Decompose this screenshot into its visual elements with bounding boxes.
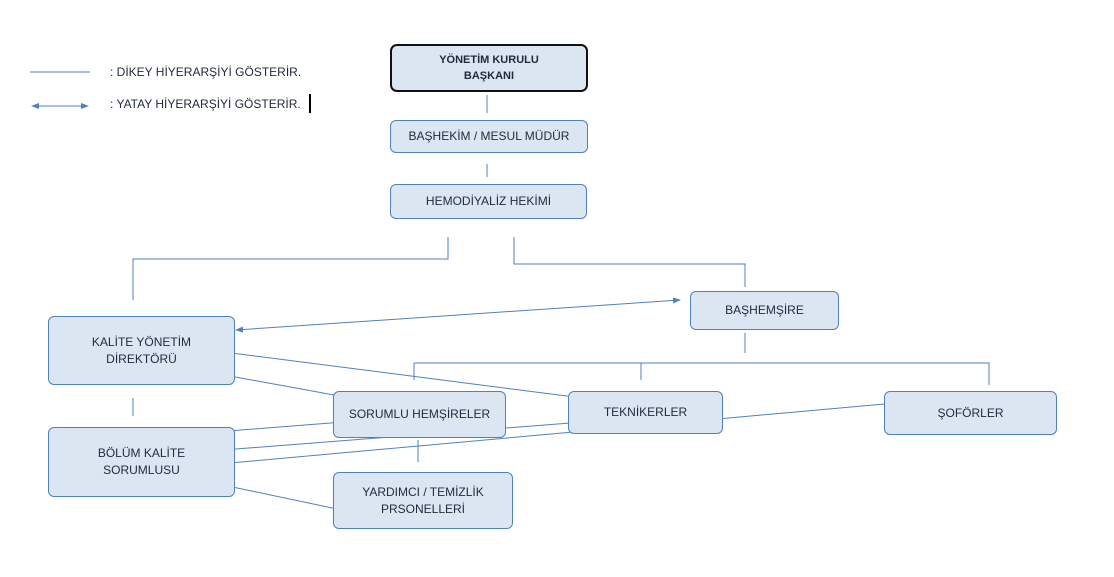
node-head-nurse: BAŞHEMŞİRE <box>690 291 839 330</box>
node-board-chair: YÖNETİM KURULU BAŞKANI <box>390 44 588 92</box>
horizontal-hierarchy-arrows <box>202 297 907 515</box>
node-responsible-nurses: SORUMLU HEMŞİRELER <box>333 391 506 438</box>
node-support-staff: YARDIMCI / TEMİZLİK PRSONELLERİ <box>333 472 513 529</box>
node-drivers: ŞOFÖRLER <box>884 391 1057 435</box>
text-cursor <box>309 94 311 113</box>
legend-vertical-label: : DİKEY HİYERARŞİYİ GÖSTERİR. <box>110 65 302 79</box>
legend-horizontal-label: : YATAY HİYERARŞİYİ GÖSTERİR. <box>110 97 301 111</box>
node-quality-director: KALİTE YÖNETİM DİREKTÖRÜ <box>48 316 235 385</box>
node-unit-quality: BÖLÜM KALİTE SORUMLUSU <box>48 427 235 497</box>
node-dialysis-physician: HEMODİYALİZ HEKİMİ <box>390 184 587 219</box>
node-chief-physician: BAŞHEKİM / MESUL MÜDÜR <box>390 120 588 153</box>
node-technicians: TEKNİKERLER <box>568 391 723 434</box>
